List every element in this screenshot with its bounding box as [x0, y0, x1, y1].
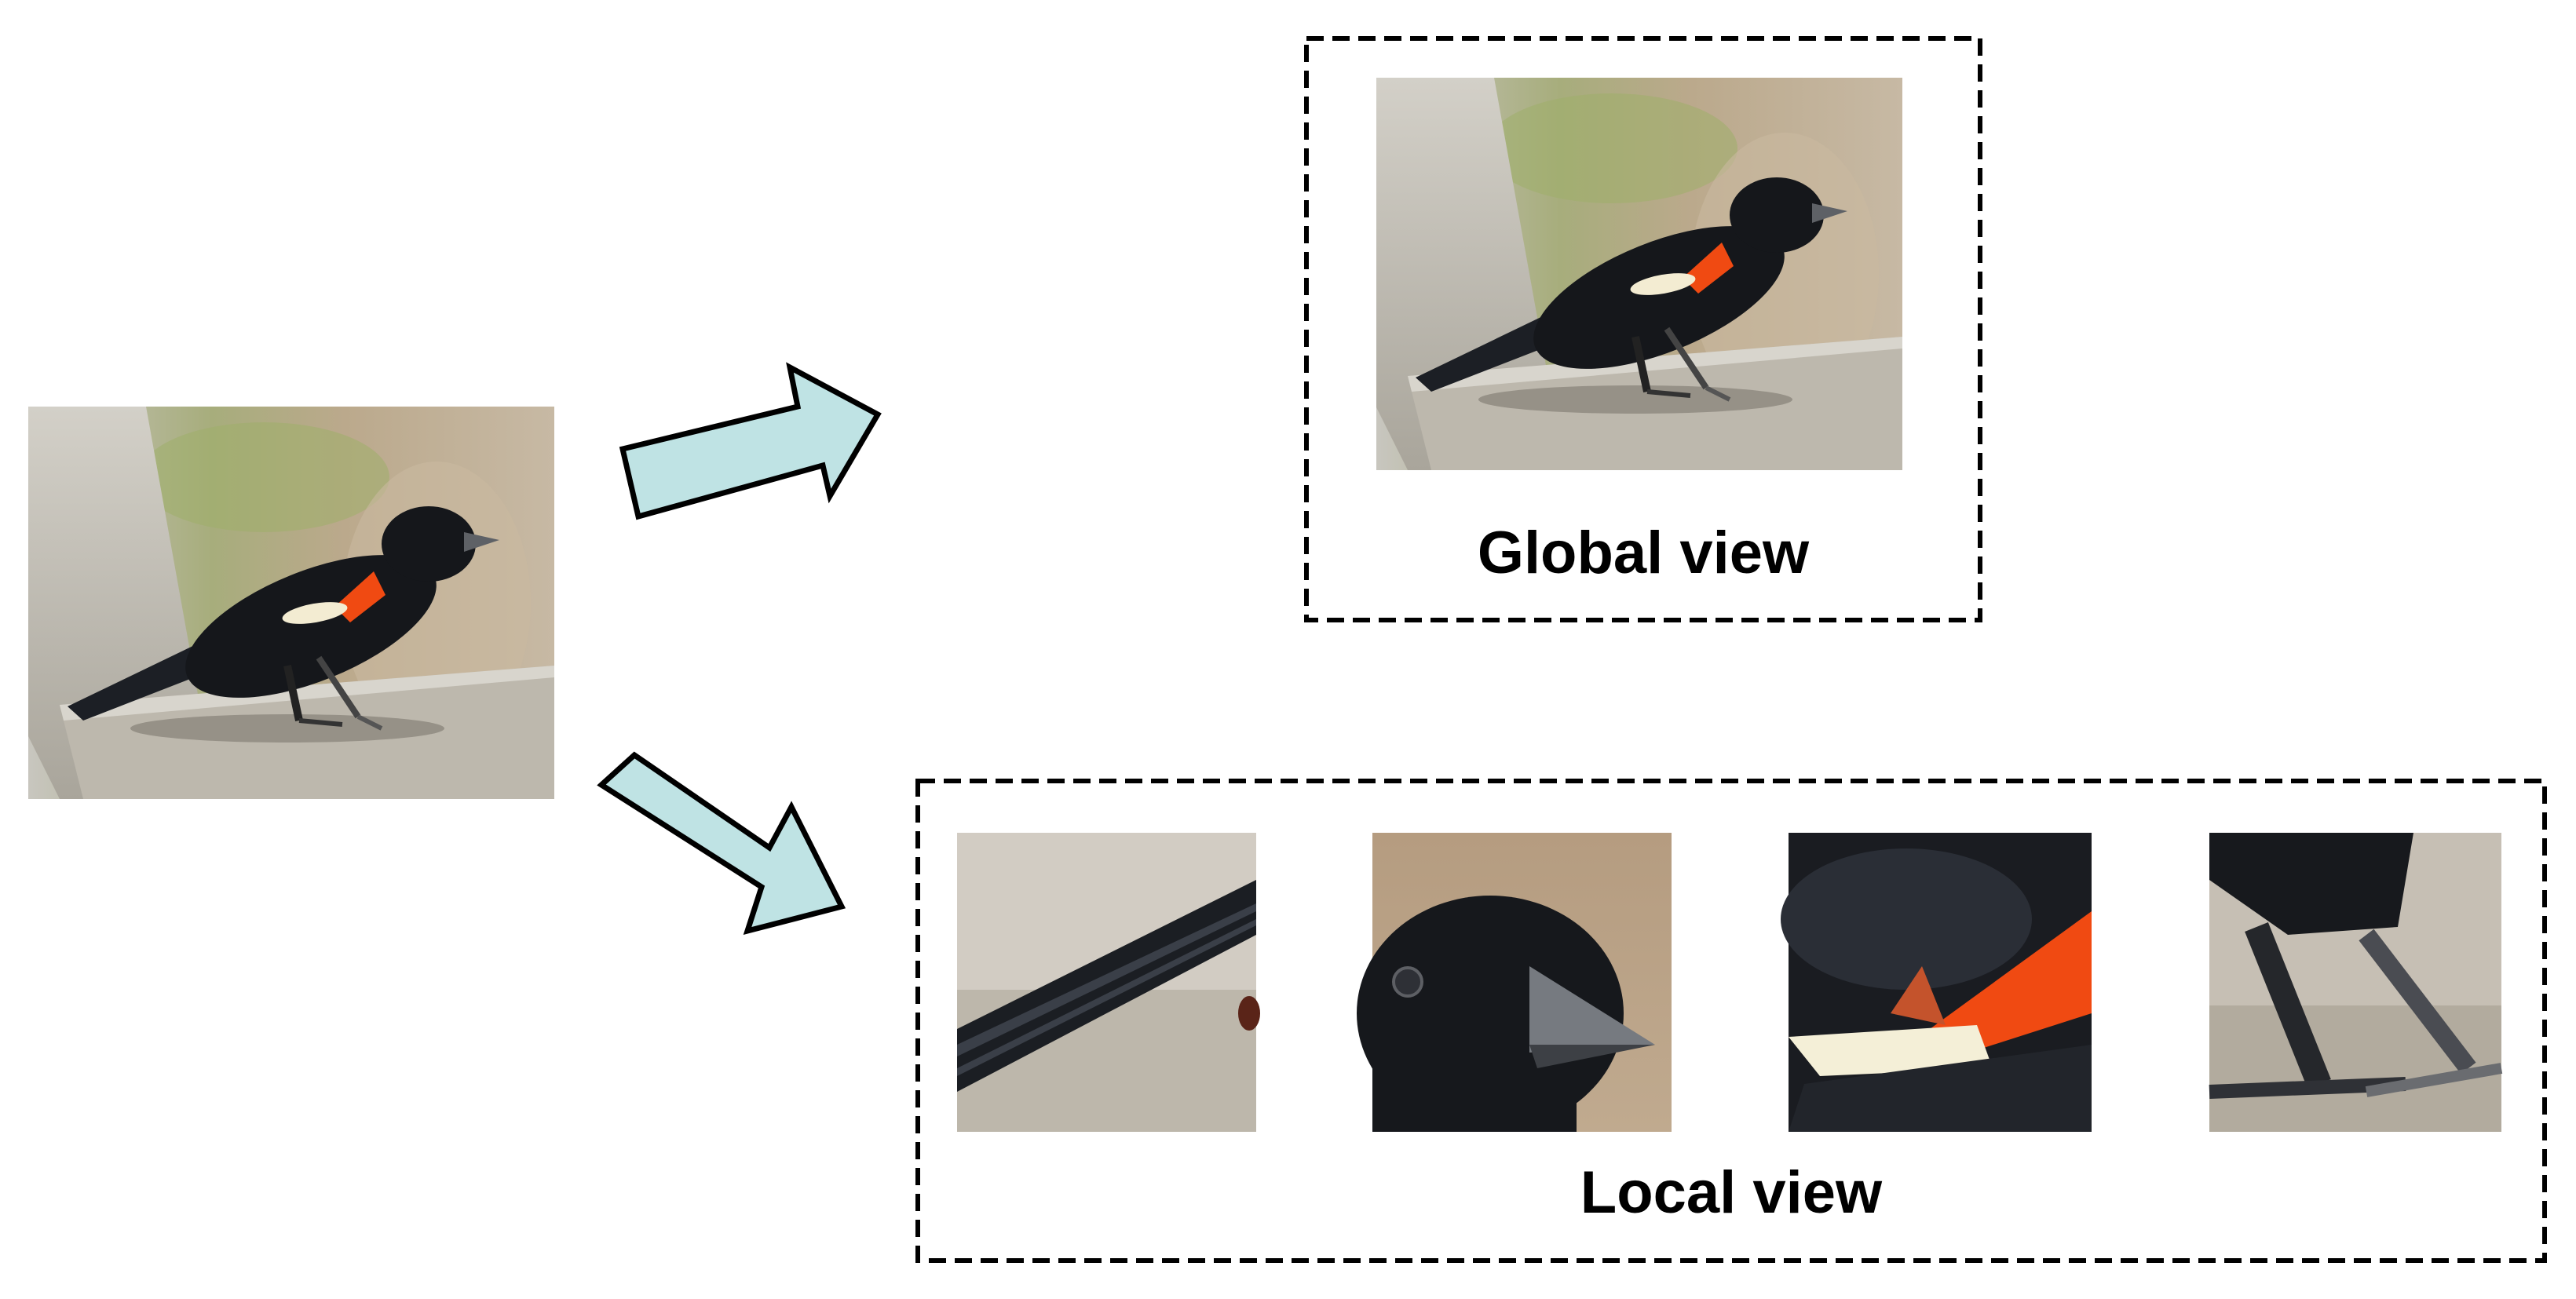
source-bird-image	[28, 407, 554, 799]
local-view-box	[915, 779, 2547, 1263]
global-view-label: Global view	[1477, 520, 1810, 586]
local-crop-head	[1357, 833, 1672, 1132]
global-view-image	[1376, 78, 1902, 470]
global-view-box	[1304, 36, 1982, 622]
local-crop-tail	[957, 833, 1260, 1132]
local-crop-wing-patch	[1781, 833, 2092, 1132]
arrow-to-global-view	[619, 362, 882, 520]
local-crop-feet	[2209, 833, 2503, 1132]
local-view-label: Local view	[1580, 1159, 1883, 1226]
arrow-to-local-view	[597, 751, 846, 935]
